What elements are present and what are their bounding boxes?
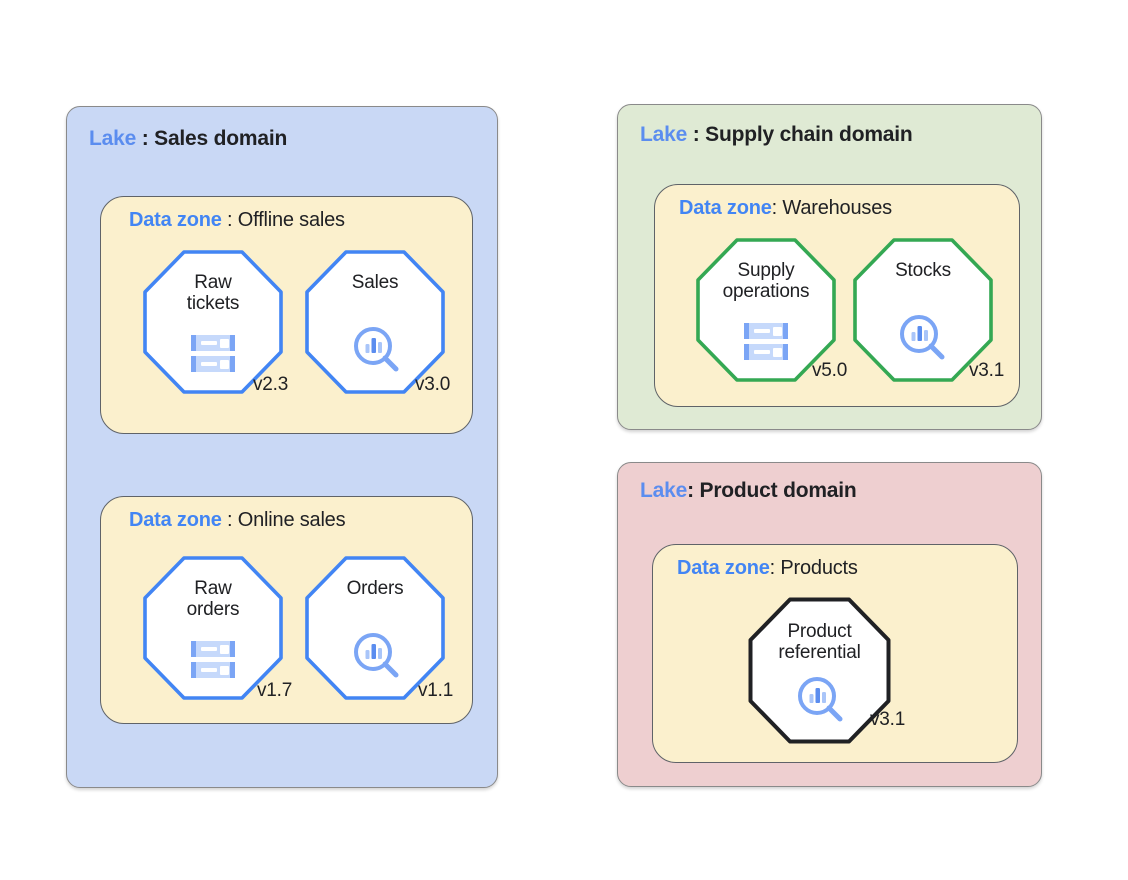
octagon-shape xyxy=(305,556,445,700)
lake-keyword: Lake xyxy=(640,123,688,146)
lake-separator: : xyxy=(687,123,706,146)
octagon-shape xyxy=(305,250,445,394)
asset-sales-label: Sales xyxy=(351,272,399,293)
octagon-shape xyxy=(143,556,283,700)
octagon-shape xyxy=(853,238,993,382)
data-zone-separator: : xyxy=(769,557,781,579)
data-zone-separator: : xyxy=(221,209,238,231)
asset-stocks[interactable]: Stocks v3.1 xyxy=(853,238,1004,382)
data-zone-offline-sales-title: Data zone : Offline sales xyxy=(129,209,345,232)
data-zone-name: Warehouses xyxy=(782,197,892,219)
data-zone-online-sales-title: Data zone : Online sales xyxy=(129,509,346,532)
asset-product-referential-version: v3.1 xyxy=(870,709,906,730)
asset-product-referential[interactable]: Product referential v3.1 xyxy=(748,597,905,744)
asset-orders[interactable]: Orders v1.1 xyxy=(305,556,453,701)
asset-supply-operations-label: Supply operations xyxy=(722,260,810,303)
lake-separator: : xyxy=(687,479,700,502)
data-zone-separator: : xyxy=(771,197,783,219)
data-zone-name: Products xyxy=(780,557,858,579)
data-zone-keyword: Data zone xyxy=(677,557,770,579)
octagon-shape xyxy=(696,238,836,382)
data-zone-warehouses-title: Data zone: Warehouses xyxy=(679,197,892,220)
asset-supply-operations-version: v5.0 xyxy=(812,360,848,381)
asset-orders-label: Orders xyxy=(346,578,404,599)
asset-product-referential-label: Product referential xyxy=(778,621,861,664)
asset-sales[interactable]: Sales v3.0 xyxy=(305,250,450,395)
lake-supply-chain-title: Lake : Supply chain domain xyxy=(640,123,913,147)
asset-raw-tickets[interactable]: Raw tickets v2.3 xyxy=(143,250,288,395)
asset-raw-orders-version: v1.7 xyxy=(257,680,293,701)
data-zone-name: Offline sales xyxy=(237,209,345,231)
lake-name: Supply chain domain xyxy=(705,123,913,146)
asset-raw-tickets-label: Raw tickets xyxy=(186,272,240,315)
asset-sales-version: v3.0 xyxy=(415,374,451,395)
data-zone-keyword: Data zone xyxy=(129,509,222,531)
lake-product-title: Lake: Product domain xyxy=(640,479,857,503)
data-zone-keyword: Data zone xyxy=(129,209,222,231)
data-zone-products-title: Data zone: Products xyxy=(677,557,858,580)
asset-raw-orders[interactable]: Raw orders v1.7 xyxy=(143,556,292,701)
lake-name: Sales domain xyxy=(154,127,288,150)
lake-name: Product domain xyxy=(699,479,857,502)
lake-separator: : xyxy=(136,127,155,150)
lake-keyword: Lake xyxy=(89,127,137,150)
asset-raw-tickets-version: v2.3 xyxy=(253,374,289,395)
lake-keyword: Lake xyxy=(640,479,688,502)
asset-stocks-version: v3.1 xyxy=(969,360,1005,381)
lake-sales-title: Lake : Sales domain xyxy=(89,127,287,151)
data-zone-keyword: Data zone xyxy=(679,197,772,219)
asset-supply-operations[interactable]: Supply operations v5.0 xyxy=(696,238,847,382)
asset-raw-orders-label: Raw orders xyxy=(186,578,240,621)
asset-orders-version: v1.1 xyxy=(418,680,454,701)
asset-stocks-label: Stocks xyxy=(895,260,951,281)
octagon-shape xyxy=(143,250,283,394)
data-zone-separator: : xyxy=(221,509,238,531)
data-zone-name: Online sales xyxy=(237,509,346,531)
octagon-shape xyxy=(748,597,891,744)
